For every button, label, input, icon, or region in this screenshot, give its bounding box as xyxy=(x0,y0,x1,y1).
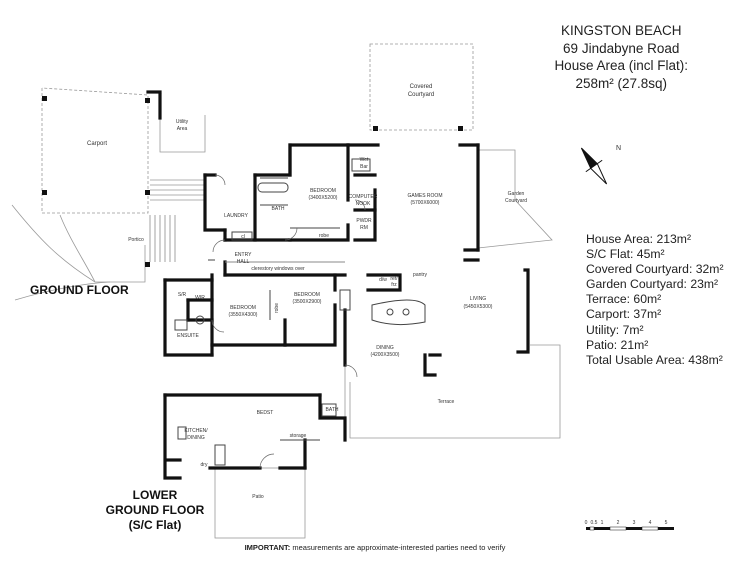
games-room-label: GAMES ROOM xyxy=(407,193,442,199)
lower-floor-label: LOWER GROUND FLOOR (S/C Flat) xyxy=(80,488,230,533)
bedroom3-label: BEDROOM xyxy=(230,305,256,311)
area-patio: Patio: 21m² xyxy=(586,337,649,352)
svg-text:4: 4 xyxy=(649,520,652,526)
utility-label-2: Area xyxy=(177,126,188,132)
bedroom1-label: BEDROOM xyxy=(310,188,336,194)
area-house: House Area: 213m² xyxy=(586,232,692,246)
address: 69 Jindabyne Road xyxy=(563,40,680,56)
entry-label: ENTRY xyxy=(235,252,253,258)
area-total: Total Usable Area: 438m² xyxy=(586,352,723,367)
bedroom4-label: BEDROOM xyxy=(294,292,320,298)
lower-floor-line3: (S/C Flat) xyxy=(128,518,182,532)
clerestory-label: clerestory windows over xyxy=(251,266,305,272)
bedroom3-dim: (3550X4300) xyxy=(229,312,258,318)
covered-courtyard-label-2: Courtyard xyxy=(408,92,434,98)
area-terrace: Terrace: 60m² xyxy=(586,292,662,307)
terrace-label: Terrace xyxy=(438,399,455,405)
interior-lines xyxy=(174,158,426,466)
entry-label-2: HALL xyxy=(237,259,250,265)
suburb-title: KINGSTON BEACH xyxy=(560,23,682,38)
ensuite-label: ENSUITE xyxy=(177,333,199,339)
area-schedule: House Area: 213m² S/C Flat: 45m² Covered… xyxy=(586,232,724,368)
disclaimer-bold: IMPORTANT: xyxy=(244,543,291,552)
patio-label: Patio xyxy=(252,494,264,500)
posts xyxy=(42,96,463,267)
robe-label: robe xyxy=(319,233,329,239)
sr-label: S/R xyxy=(178,292,187,298)
bedroom1-dim: (3400X5200) xyxy=(309,195,338,201)
disclaimer: IMPORTANT: measurements are approximate-… xyxy=(0,543,750,552)
scale-bar xyxy=(586,526,674,531)
dining-label: DINING xyxy=(376,345,394,351)
pwdr-label: PWDR xyxy=(356,218,372,224)
kitchen-label-2: DINING xyxy=(187,435,205,441)
area-covered-courtyard: Covered Courtyard: 32m² xyxy=(586,262,724,277)
scale-labels: 0 0.5 1 2 3 4 5 xyxy=(585,520,668,526)
svg-text:0.5: 0.5 xyxy=(591,520,598,526)
computer-nook-label-2: NOOK xyxy=(356,201,371,207)
utility-label: Utility xyxy=(176,119,189,125)
dry-label: dry xyxy=(201,462,208,468)
north-arrow xyxy=(580,147,608,185)
ref-label-2: frz xyxy=(391,282,397,288)
ref-label: ref/ xyxy=(390,276,398,282)
room-labels: Covered Courtyard Carport Utility Area B… xyxy=(87,84,527,500)
dw-label: d/w xyxy=(379,277,387,283)
area-flat: S/C Flat: 45m² xyxy=(586,247,665,262)
dining-dim: (4200X3500) xyxy=(371,352,400,358)
area-carport: Carport: 37m² xyxy=(586,307,662,322)
lower-bath-label: BATH xyxy=(326,407,339,413)
svg-text:5: 5 xyxy=(665,520,668,526)
svg-text:3: 3 xyxy=(633,520,636,526)
garden-courtyard-label: Garden xyxy=(508,191,525,197)
north-label: N xyxy=(616,145,621,152)
portico-label: Portico xyxy=(128,237,144,243)
robe-vertical-label: robe xyxy=(274,303,280,313)
house-area-value: 258m² (27.8sq) xyxy=(575,75,667,91)
wir-label: WIR xyxy=(195,295,205,301)
laundry-label: LAUNDRY xyxy=(224,213,248,219)
disclaimer-text: measurements are approximate-interested … xyxy=(290,543,506,552)
bedst-label: BEDST xyxy=(257,410,274,416)
ground-floor-label: GROUND FLOOR xyxy=(30,283,129,297)
bath-label: BATH xyxy=(272,206,285,212)
svg-text:0: 0 xyxy=(585,520,588,526)
computer-nook-label: COMPUTER xyxy=(349,194,378,200)
bedroom4-dim: (3500X2900) xyxy=(293,299,322,305)
area-utility: Utility: 7m² xyxy=(586,322,644,337)
wet-bar-label-2: Bar xyxy=(360,164,368,170)
storage-label: storage xyxy=(290,433,307,439)
covered-courtyard-label: Covered xyxy=(410,84,433,90)
cl-label: cl xyxy=(241,234,245,240)
walls xyxy=(146,90,530,480)
lower-floor-line2: GROUND FLOOR xyxy=(105,503,205,517)
pantry-label: pantry xyxy=(413,272,427,278)
pwdr-label-2: RM xyxy=(360,225,368,231)
property-header: KINGSTON BEACH 69 Jindabyne Road House A… xyxy=(554,22,688,92)
wet-bar-label: Wet xyxy=(360,157,369,163)
lower-floor-line1: LOWER xyxy=(132,488,178,502)
garden-courtyard-label-2: Courtyard xyxy=(505,198,527,204)
portico-stairs xyxy=(149,179,205,262)
area-garden-courtyard: Garden Courtyard: 23m² xyxy=(586,277,719,292)
living-label: LIVING xyxy=(470,296,487,302)
house-area-caption: House Area (incl Flat): xyxy=(554,58,688,73)
svg-text:2: 2 xyxy=(617,520,620,526)
living-dim: (5450X5300) xyxy=(464,304,493,310)
games-room-dim: (5700X6000) xyxy=(411,200,440,206)
carport-label: Carport xyxy=(87,141,107,147)
kitchen-label: KITCHEN/ xyxy=(184,428,208,434)
door-swings xyxy=(211,174,366,469)
svg-text:1: 1 xyxy=(601,520,604,526)
